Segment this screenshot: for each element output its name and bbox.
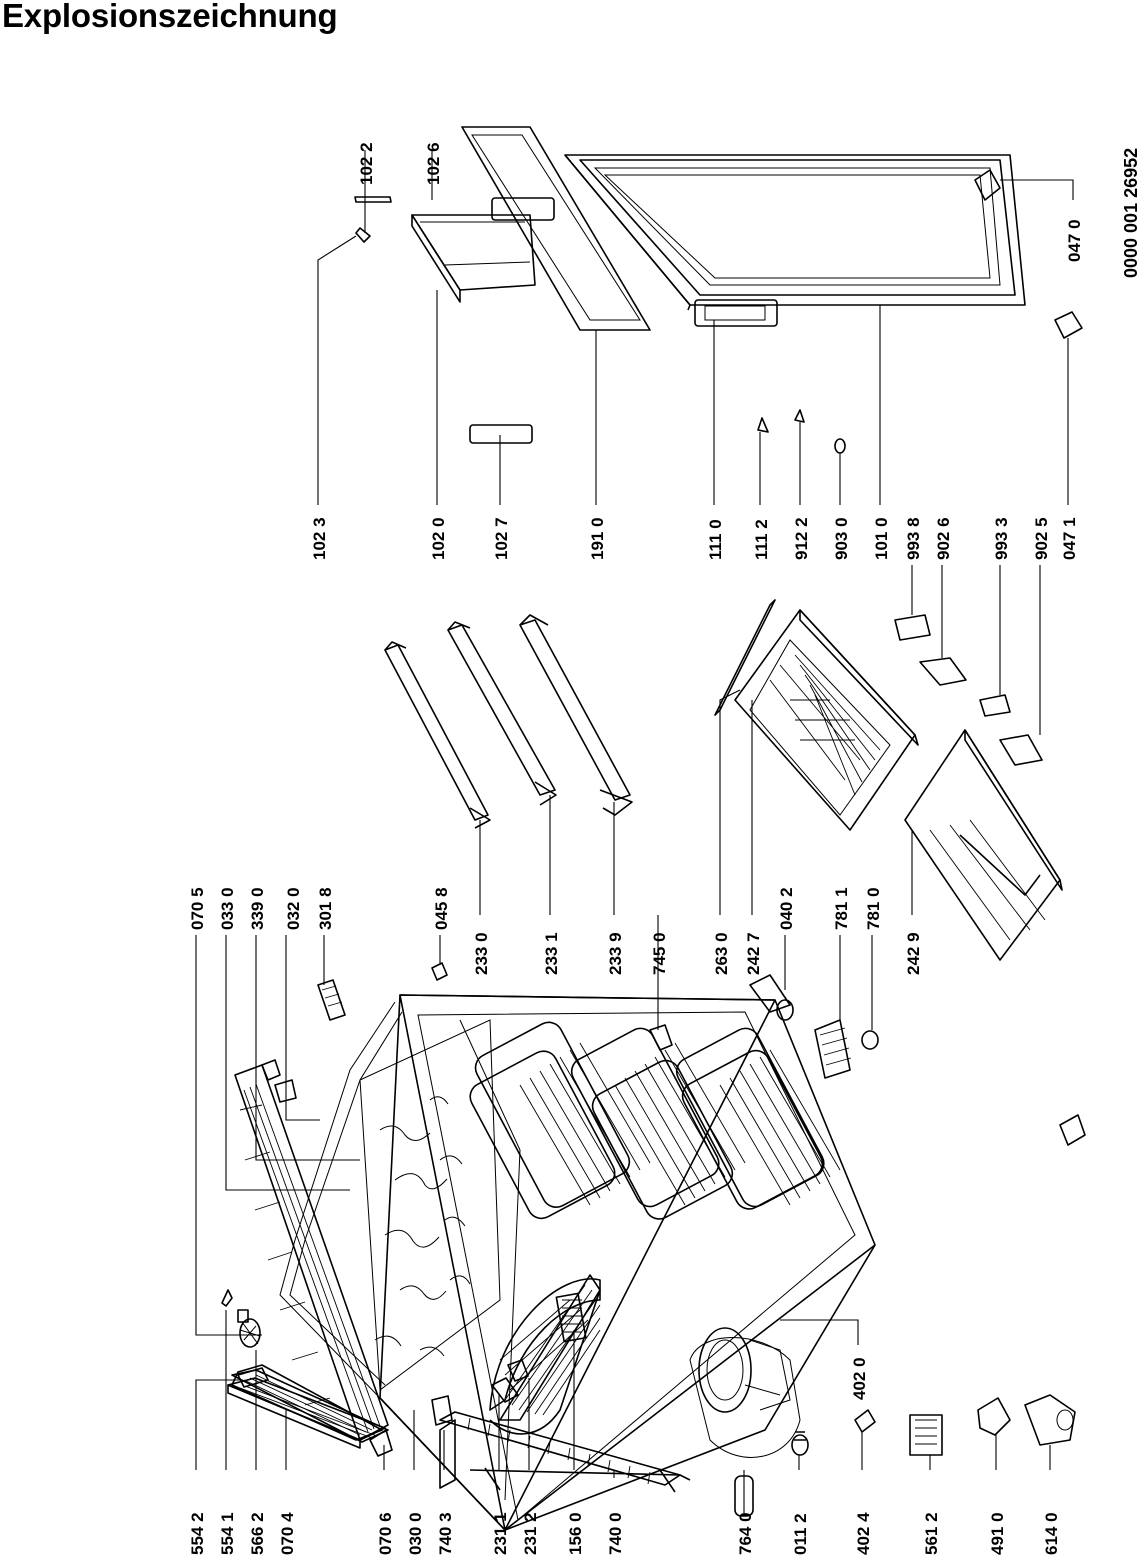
label-561-2: 561 2 <box>922 1512 941 1555</box>
label-191-0: 191 0 <box>588 517 607 560</box>
label-912-2: 912 2 <box>792 517 811 560</box>
label-402-4: 402 4 <box>854 1512 873 1555</box>
label-233-1: 233 1 <box>542 932 561 975</box>
door-balcony <box>354 196 555 444</box>
label-242-7: 242 7 <box>744 932 763 975</box>
label-491-0: 491 0 <box>988 1512 1007 1555</box>
label-993-8: 993 8 <box>904 517 923 560</box>
feet <box>974 169 1086 1146</box>
door-assembly <box>461 126 1026 454</box>
label-070-6: 070 6 <box>376 1512 395 1555</box>
label-047-1: 047 1 <box>1060 517 1079 560</box>
label-781-0: 781 0 <box>864 887 883 930</box>
door-accessories <box>894 614 1043 766</box>
control-rail <box>231 1369 389 1443</box>
label-032-0: 032 0 <box>284 887 303 930</box>
label-070-5: 070 5 <box>188 887 207 930</box>
evaporator-cover <box>489 1274 601 1435</box>
label-614-0: 614 0 <box>1042 1512 1061 1555</box>
vegetable-drawers <box>714 599 1063 961</box>
label-993-3: 993 3 <box>992 517 1011 560</box>
part-labels: 554 2 554 1 566 2 070 4 070 6 030 0 740 … <box>188 142 1139 1555</box>
front-panel-070-4 <box>234 1064 389 1441</box>
label-102-7: 102 7 <box>492 517 511 560</box>
label-102-6: 102 6 <box>424 142 443 185</box>
label-231-1: 231 1 <box>491 1512 510 1555</box>
label-102-3: 102 3 <box>310 517 329 560</box>
label-402-0: 402 0 <box>850 1357 869 1400</box>
label-781-1: 781 1 <box>832 887 851 930</box>
cabinet-body <box>279 994 876 1531</box>
bottom-components <box>734 1394 1076 1517</box>
label-233-9: 233 9 <box>606 932 625 975</box>
label-263-0: 263 0 <box>712 932 731 975</box>
label-301-8: 301 8 <box>316 887 335 930</box>
top-cover-strip <box>227 1364 386 1449</box>
label-740-3: 740 3 <box>436 1512 455 1555</box>
wire-shelves <box>469 1021 841 1220</box>
label-902-5: 902 5 <box>1032 517 1051 560</box>
label-011-2: 011 2 <box>791 1513 810 1555</box>
label-764-0: 764 0 <box>736 1512 755 1555</box>
document-number: 0000 001 26952 <box>1121 148 1139 278</box>
label-070-4: 070 4 <box>278 1512 297 1555</box>
label-740-0: 740 0 <box>606 1512 625 1555</box>
label-903-0: 903 0 <box>832 517 851 560</box>
label-339-0: 339 0 <box>248 887 267 930</box>
misc-parts <box>317 962 879 1079</box>
label-902-6: 902 6 <box>934 517 953 560</box>
label-030-0: 030 0 <box>406 1512 425 1555</box>
label-242-9: 242 9 <box>904 932 923 975</box>
door-shelves <box>384 614 633 829</box>
label-554-2: 554 2 <box>188 1512 207 1555</box>
label-047-0: 047 0 <box>1065 219 1084 262</box>
small-parts-top-left <box>221 1059 393 1457</box>
label-745-0: 745 0 <box>650 932 669 975</box>
label-033-0: 033 0 <box>218 887 237 930</box>
label-111-2: 111 2 <box>752 519 771 560</box>
label-111-0: 111 0 <box>706 519 725 560</box>
label-231-2: 231 2 <box>521 1512 540 1555</box>
label-156-0: 156 0 <box>566 1512 585 1555</box>
label-040-2: 040 2 <box>777 887 796 930</box>
label-101-0: 101 0 <box>872 517 891 560</box>
page-title: Explosionszeichnung <box>2 0 338 34</box>
label-102-0: 102 0 <box>429 517 448 560</box>
label-045-8: 045 8 <box>432 887 451 930</box>
drain-channel <box>431 1395 691 1493</box>
label-566-2: 566 2 <box>248 1512 267 1555</box>
label-102-2: 102 2 <box>357 142 376 185</box>
label-233-0: 233 0 <box>472 932 491 975</box>
label-554-1: 554 1 <box>218 1512 237 1555</box>
leader-lines <box>195 150 1074 1516</box>
